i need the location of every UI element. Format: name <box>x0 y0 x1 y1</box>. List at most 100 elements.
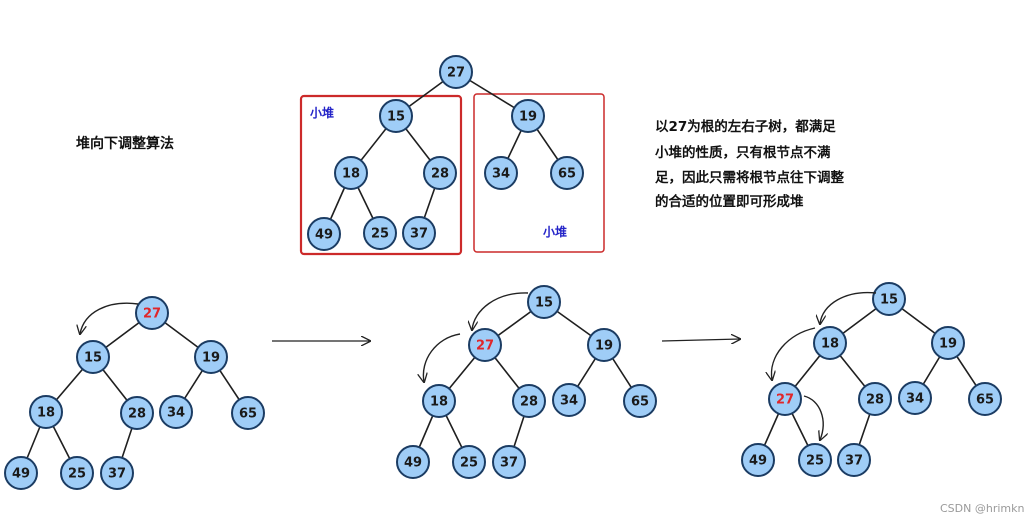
tree-node-18: 18 <box>334 156 368 190</box>
node-circle <box>768 382 802 416</box>
tree-node-25: 25 <box>452 445 486 479</box>
description-line-1: 以27为根的左右子树，都满足 <box>655 118 836 135</box>
node-value: 65 <box>239 407 257 422</box>
node-circle <box>60 456 94 490</box>
node-value: 34 <box>560 394 578 409</box>
tree-node-34: 34 <box>552 383 586 417</box>
node-value: 28 <box>520 395 538 410</box>
description-line-3: 足，因此只需将根节点往下调整 <box>655 169 844 186</box>
right-box-label: 小堆 <box>543 224 567 239</box>
node-value: 27 <box>476 339 494 354</box>
tree-node-37: 37 <box>492 445 526 479</box>
node-circle <box>798 443 832 477</box>
tree-node-27: 27 <box>135 296 169 330</box>
node-circle <box>898 381 932 415</box>
node-value: 37 <box>845 454 863 469</box>
node-value: 28 <box>866 393 884 408</box>
tree-node-28: 28 <box>120 396 154 430</box>
description-line-4: 的合适的位置即可形成堆 <box>655 193 804 210</box>
node-circle <box>452 445 486 479</box>
right-subtree-box <box>473 93 605 253</box>
description-line-2: 小堆的性质，只有根节点不满 <box>655 144 831 161</box>
tree-node-65: 65 <box>623 384 657 418</box>
node-circle <box>307 217 341 251</box>
node-value: 49 <box>404 456 422 471</box>
node-value: 27 <box>447 66 465 81</box>
node-value: 49 <box>749 454 767 469</box>
tree-node-27: 27 <box>768 382 802 416</box>
tree-node-19: 19 <box>194 340 228 374</box>
tree-node-49: 49 <box>4 456 38 490</box>
node-value: 27 <box>776 393 794 408</box>
step2-tree: 15 27 19 18 28 34 65 49 25 37 <box>396 285 657 479</box>
node-value: 18 <box>821 337 839 352</box>
node-circle <box>4 456 38 490</box>
node-circle <box>858 382 892 416</box>
node-circle <box>837 443 871 477</box>
tree-node-65: 65 <box>231 396 265 430</box>
tree-node-18: 18 <box>422 384 456 418</box>
node-value: 65 <box>631 395 649 410</box>
node-circle <box>402 216 436 250</box>
tree-node-34: 34 <box>159 395 193 429</box>
tree-node-28: 28 <box>858 382 892 416</box>
tree-node-19: 19 <box>511 99 545 133</box>
node-circle <box>550 156 584 190</box>
node-circle <box>623 384 657 418</box>
node-value: 25 <box>371 227 389 242</box>
node-value: 65 <box>558 167 576 182</box>
node-circle <box>741 443 775 477</box>
tree-node-19: 19 <box>587 328 621 362</box>
step-arrow-2 <box>661 339 740 341</box>
node-circle <box>527 285 561 319</box>
tree-node-25: 25 <box>60 456 94 490</box>
swap-arrow-step2-down <box>423 333 461 382</box>
node-value: 18 <box>37 406 55 421</box>
tree-node-49: 49 <box>307 217 341 251</box>
tree-node-15: 15 <box>379 99 413 133</box>
watermark: CSDN @hrimkn <box>940 502 1024 515</box>
node-value: 37 <box>108 467 126 482</box>
left-box-label: 小堆 <box>310 105 334 120</box>
node-value: 25 <box>460 456 478 471</box>
node-circle <box>334 156 368 190</box>
tree-node-15: 15 <box>527 285 561 319</box>
node-circle <box>120 396 154 430</box>
node-circle <box>439 55 473 89</box>
node-value: 25 <box>806 454 824 469</box>
tree-node-49: 49 <box>396 445 430 479</box>
node-circle <box>29 395 63 429</box>
tree-node-18: 18 <box>29 395 63 429</box>
tree-node-27: 27 <box>468 328 502 362</box>
tree-node-65: 65 <box>550 156 584 190</box>
node-value: 18 <box>342 167 360 182</box>
node-value: 15 <box>84 351 102 366</box>
node-circle <box>379 99 413 133</box>
node-value: 25 <box>68 467 86 482</box>
tree-node-18: 18 <box>813 326 847 360</box>
node-value: 34 <box>167 406 185 421</box>
swap-arrow-step2-top <box>472 292 529 330</box>
tree-node-25: 25 <box>798 443 832 477</box>
swap-arrow-step1 <box>80 302 139 334</box>
node-circle <box>587 328 621 362</box>
node-value: 15 <box>535 296 553 311</box>
node-value: 19 <box>595 339 613 354</box>
title: 堆向下调整算法 <box>76 135 174 152</box>
node-circle <box>422 384 456 418</box>
node-value: 49 <box>12 467 30 482</box>
tree-node-25: 25 <box>363 216 397 250</box>
swap-arrow-step3-top <box>820 291 877 324</box>
tree-node-37: 37 <box>837 443 871 477</box>
tree-node-37: 37 <box>402 216 436 250</box>
tree-node-19: 19 <box>931 326 965 360</box>
left-subtree-box <box>299 94 463 256</box>
step1-tree: 27 15 19 18 28 34 65 49 25 37 <box>4 296 265 490</box>
node-value: 18 <box>430 395 448 410</box>
swap-arrow-step3-left <box>771 327 816 380</box>
node-circle <box>468 328 502 362</box>
node-value: 49 <box>315 228 333 243</box>
